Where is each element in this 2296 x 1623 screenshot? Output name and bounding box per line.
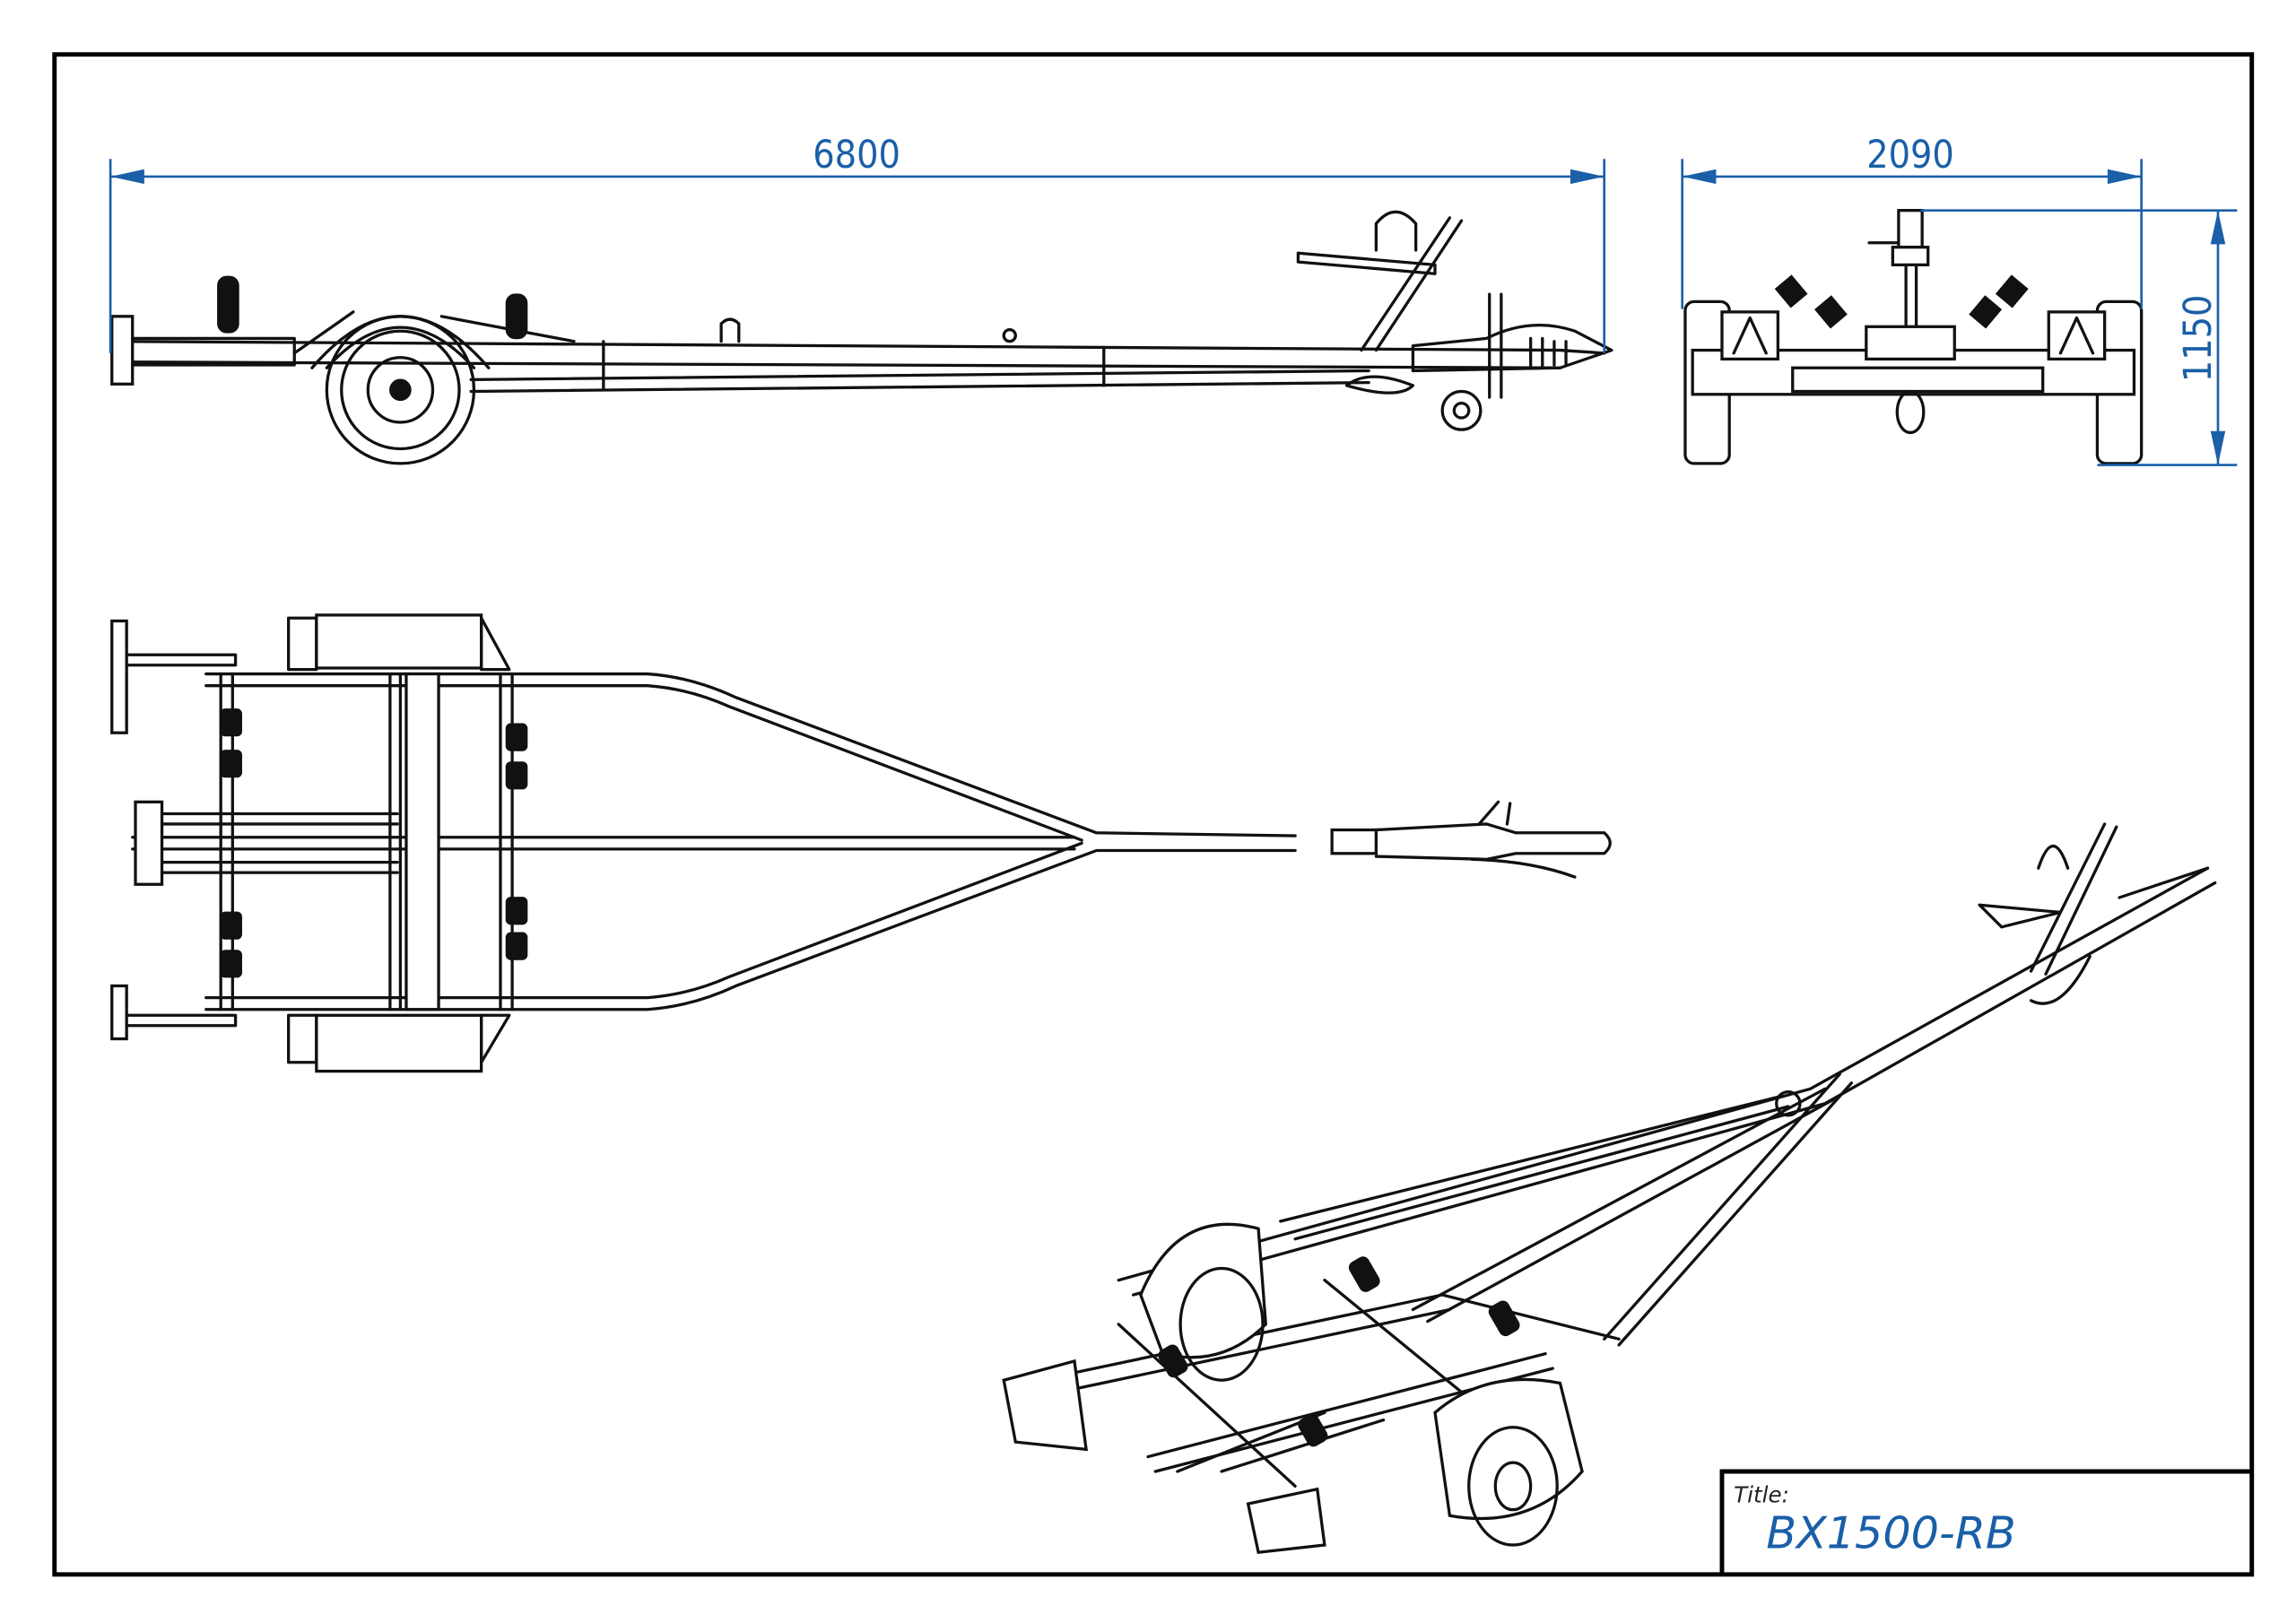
dimension-height: 1150 <box>1920 209 2238 466</box>
sheet-border <box>52 52 2255 1577</box>
isometric-view <box>1002 822 2217 1555</box>
width-dimension-label: 2090 <box>1866 133 1954 178</box>
side-view <box>110 210 1613 465</box>
height-dimension-label: 1150 <box>2176 295 2221 383</box>
dimension-width: 2090 <box>1681 133 2143 309</box>
dimension-length: 6800 <box>109 133 1606 353</box>
title-label: Title: <box>1734 1481 1789 1507</box>
wheel <box>325 315 476 465</box>
length-dimension-label: 6800 <box>813 133 900 178</box>
front-view <box>1683 209 2144 465</box>
top-view <box>110 613 1612 1073</box>
title-value: BX1500-RB <box>1766 1506 2015 1558</box>
title-block: Title: BX1500-RB <box>1719 1469 2252 1575</box>
